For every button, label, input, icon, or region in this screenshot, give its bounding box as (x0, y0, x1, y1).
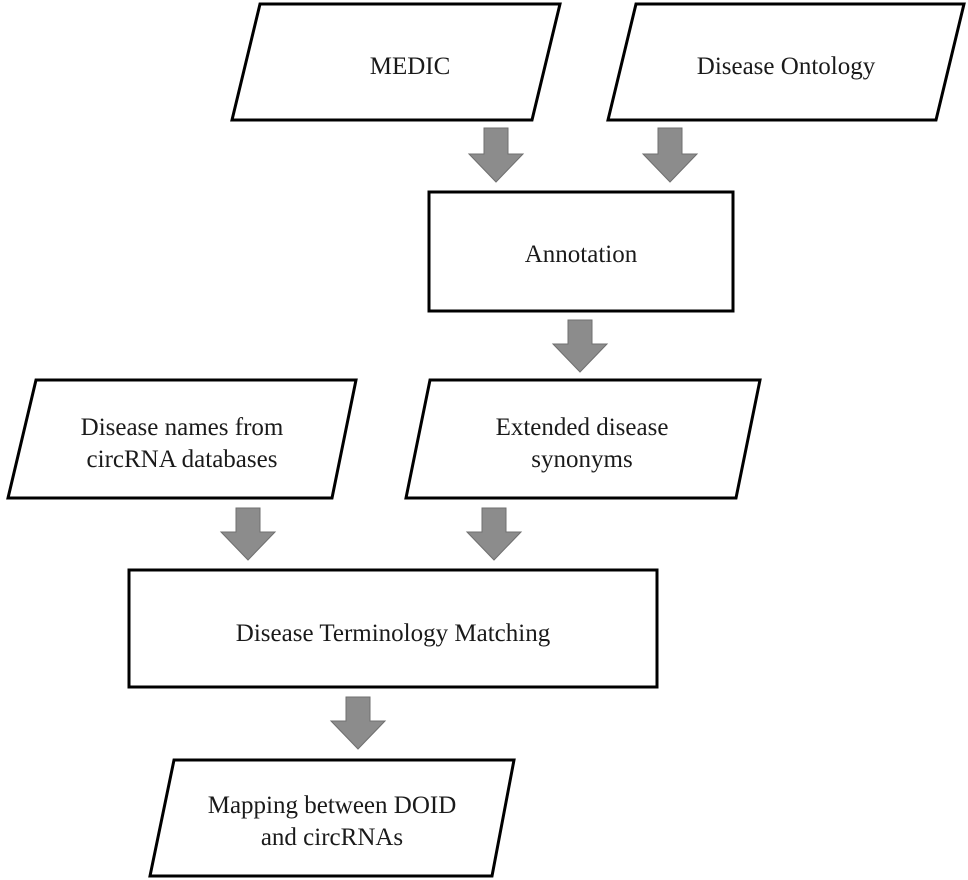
node-disease-names-line-2: circRNA databases (87, 446, 278, 473)
node-disease-ontology: Disease Ontology (606, 2, 966, 122)
node-disease-names-line-1: Disease names from (81, 414, 284, 441)
arrow-medic-to-annotation (467, 127, 525, 183)
node-medic: MEDIC (230, 2, 562, 122)
node-extended-synonyms-line-2: synonyms (531, 446, 632, 473)
node-extended-synonyms-line-1: Extended disease (496, 414, 669, 441)
node-medic-label: MEDIC (370, 53, 451, 80)
node-extended-synonyms: Extended disease synonyms (404, 378, 762, 500)
arrow-ontology-to-annotation (641, 127, 699, 183)
node-mapping: Mapping between DOID and circRNAs (148, 758, 516, 878)
node-annotation: Annotation (427, 190, 735, 313)
node-terminology-matching-label: Disease Terminology Matching (236, 620, 551, 647)
node-disease-ontology-label: Disease Ontology (697, 53, 876, 80)
arrow-matching-to-mapping (329, 696, 387, 750)
arrow-synonyms-to-matching (465, 507, 523, 561)
arrow-names-to-matching (219, 507, 277, 561)
node-annotation-label: Annotation (525, 241, 638, 268)
node-terminology-matching: Disease Terminology Matching (127, 568, 659, 689)
node-mapping-line-1: Mapping between DOID (208, 792, 457, 819)
node-mapping-line-2: and circRNAs (261, 824, 403, 851)
arrow-annotation-to-synonyms (551, 319, 609, 373)
node-disease-names: Disease names from circRNA databases (6, 378, 358, 500)
